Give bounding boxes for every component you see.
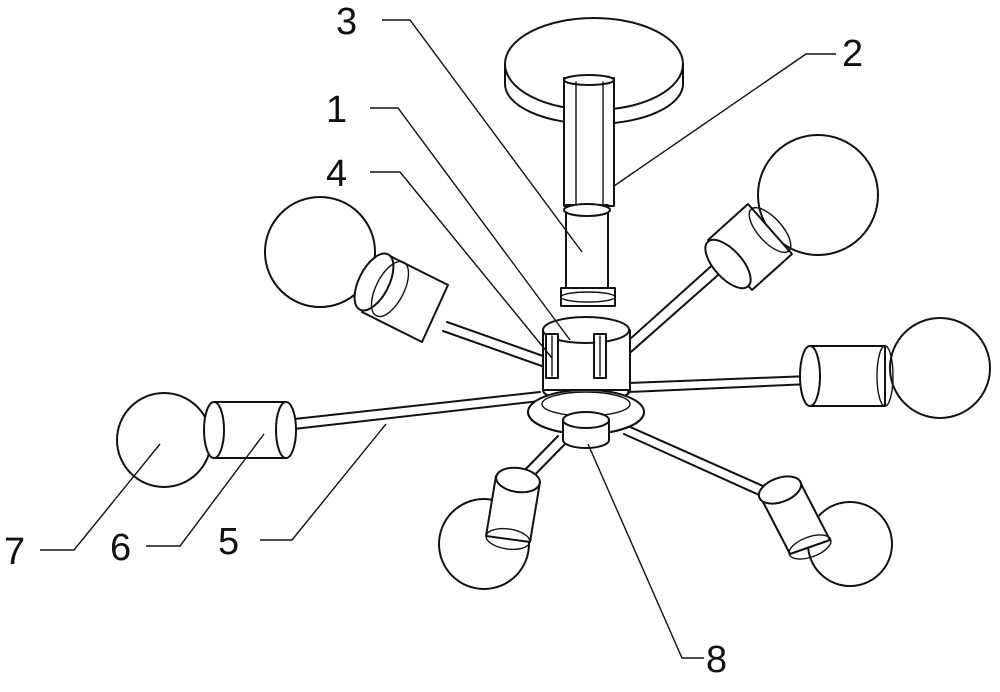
callout-8: 8 [587,443,727,681]
bottom-cap [562,411,610,449]
label-4: 4 [326,153,347,195]
connector-sleeve [560,203,616,307]
label-7: 7 [4,531,25,573]
lamp-left [116,392,297,488]
label-3: 3 [336,1,357,43]
callout-4: 4 [326,153,553,359]
label-6: 6 [110,527,131,569]
down-rod [563,74,615,207]
callout-6: 6 [110,433,265,569]
callout-7: 7 [4,443,161,573]
label-2: 2 [842,33,863,75]
label-8: 8 [706,639,727,681]
callout-2: 2 [613,33,863,187]
callout-5: 5 [218,423,387,563]
lamp-upper-right [704,134,879,291]
lamp-right [799,317,991,419]
callout-1: 1 [326,89,571,341]
central-hub [542,316,631,404]
lamp-lower-left [438,466,541,590]
lamp-lower-right [757,475,893,587]
callout-3: 3 [336,1,583,253]
label-5: 5 [218,521,239,563]
lamp-upper-left [264,196,449,343]
label-1: 1 [326,89,347,131]
